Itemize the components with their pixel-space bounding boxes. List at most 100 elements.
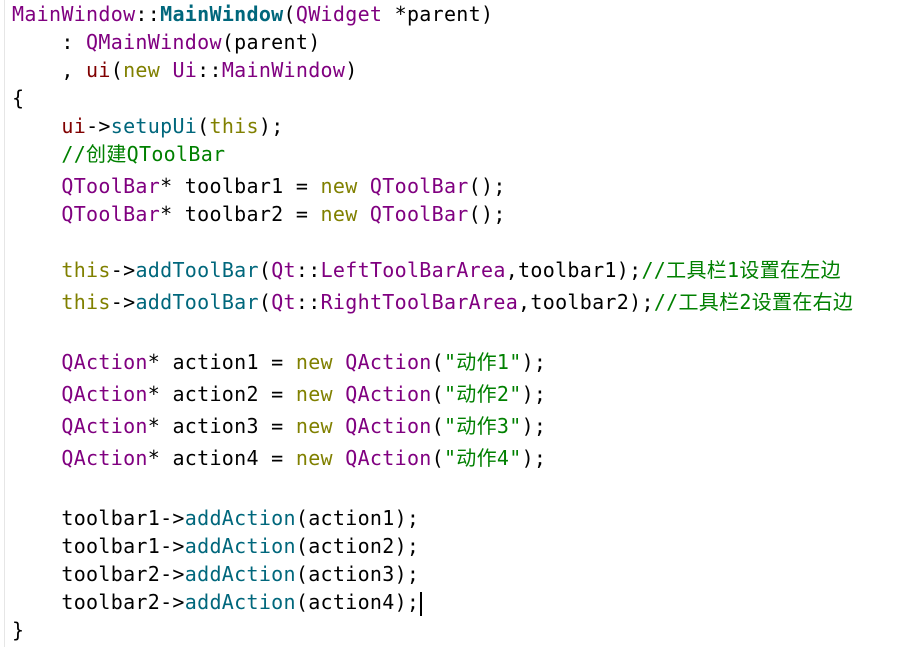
code-token: (parent): [221, 30, 321, 54]
code-token: ,: [12, 58, 87, 82]
code-line[interactable]: ui->setupUi(this);: [12, 112, 284, 140]
code-token: new: [320, 174, 358, 198]
code-token: );: [521, 350, 547, 374]
code-token: (: [431, 414, 444, 438]
code-line[interactable]: toolbar1->addAction(action2);: [12, 532, 419, 560]
code-token: this: [209, 114, 259, 138]
code-line[interactable]: QAction* action1 = new QAction("动作1");: [12, 348, 546, 376]
code-token: QAction: [345, 350, 432, 374]
code-token: (action4);: [295, 590, 420, 614]
code-token: * toolbar1 =: [160, 174, 321, 198]
code-token: [333, 446, 345, 470]
code-token: [333, 382, 345, 406]
code-token: (: [431, 446, 444, 470]
code-token: Qt: [271, 258, 296, 282]
code-token: );: [521, 446, 547, 470]
code-line[interactable]: toolbar1->addAction(action1);: [12, 504, 419, 532]
code-token: (: [258, 258, 272, 282]
code-token: [333, 350, 345, 374]
code-token: MainWindow: [221, 58, 346, 82]
code-token: QAction: [345, 382, 432, 406]
code-line[interactable]: QAction* action2 = new QAction("动作2");: [12, 380, 546, 408]
code-token: ,toolbar1);: [505, 258, 642, 282]
code-token: }: [12, 618, 25, 642]
code-line[interactable]: {: [12, 84, 24, 112]
code-token: [12, 414, 61, 438]
code-token: "动作3": [443, 414, 522, 438]
code-token: addAction: [184, 590, 296, 614]
code-line[interactable]: //创建QToolBar: [12, 140, 225, 168]
code-token: addAction: [184, 506, 296, 530]
code-token: ui: [61, 114, 87, 138]
code-token: QAction: [61, 414, 148, 438]
code-line[interactable]: }: [12, 616, 24, 644]
code-token: );: [258, 114, 284, 138]
code-token: * action2 =: [147, 382, 296, 406]
code-token: ->: [110, 290, 136, 314]
code-token: QToolBar: [369, 174, 469, 198]
code-line[interactable]: this->addToolBar(Qt::RightToolBarArea,to…: [12, 288, 853, 316]
code-token: (: [258, 290, 272, 314]
code-line[interactable]: MainWindow::MainWindow(QWidget *parent): [12, 0, 493, 28]
code-token: [12, 350, 61, 374]
code-line[interactable]: QToolBar* toolbar1 = new QToolBar();: [12, 172, 506, 200]
code-token: QAction: [61, 446, 148, 470]
code-token: new: [295, 382, 333, 406]
gutter-divider: [4, 0, 5, 647]
code-token: (: [110, 58, 124, 82]
code-token: new: [295, 350, 333, 374]
code-line[interactable]: , ui(new Ui::MainWindow): [12, 56, 358, 84]
code-token: [12, 290, 61, 314]
code-token: setupUi: [110, 114, 198, 138]
code-token: *parent): [382, 2, 494, 26]
code-token: Ui: [172, 58, 198, 82]
code-token: (: [431, 382, 444, 406]
code-token: toolbar1->: [12, 506, 185, 530]
code-token: toolbar2->: [12, 590, 185, 614]
code-token: [12, 174, 61, 198]
code-token: "动作2": [443, 382, 522, 406]
code-token: addAction: [184, 534, 296, 558]
code-token: * action3 =: [147, 414, 296, 438]
code-line[interactable]: QToolBar* toolbar2 = new QToolBar();: [12, 200, 506, 228]
code-token: this: [61, 290, 111, 314]
code-token: QToolBar: [61, 202, 161, 226]
code-token: "动作1": [443, 350, 522, 374]
code-line[interactable]: toolbar2->addAction(action4);: [12, 588, 423, 616]
code-token: this: [61, 258, 111, 282]
code-token: QAction: [61, 382, 148, 406]
code-token: QMainWindow: [86, 30, 222, 54]
code-token: ::: [295, 290, 321, 314]
code-token: addToolBar: [135, 258, 259, 282]
code-line[interactable]: QAction* action3 = new QAction("动作3");: [12, 412, 546, 440]
code-line[interactable]: this->addToolBar(Qt::LeftToolBarArea,too…: [12, 256, 841, 284]
code-token: new: [320, 202, 358, 226]
code-token: [12, 142, 61, 166]
code-token: //创建QToolBar: [61, 142, 226, 166]
code-token: (action3);: [295, 562, 420, 586]
code-token: ->: [86, 114, 111, 138]
code-token: QToolBar: [61, 174, 161, 198]
code-token: [333, 414, 345, 438]
code-token: (action2);: [295, 534, 420, 558]
code-token: (: [197, 114, 210, 138]
code-token: :: [12, 30, 87, 54]
code-token: ): [345, 58, 358, 82]
code-line[interactable]: QAction* action4 = new QAction("动作4");: [12, 444, 546, 472]
code-token: QWidget: [295, 2, 383, 26]
code-token: MainWindow: [160, 2, 284, 26]
code-token: ->: [110, 258, 136, 282]
code-token: toolbar1->: [12, 534, 185, 558]
code-token: QToolBar: [369, 202, 469, 226]
code-line[interactable]: toolbar2->addAction(action3);: [12, 560, 419, 588]
code-token: LeftToolBarArea: [320, 258, 506, 282]
code-token: ::: [135, 2, 161, 26]
code-token: "动作4": [443, 446, 522, 470]
code-token: ui: [86, 58, 111, 82]
code-token: addToolBar: [135, 290, 259, 314]
code-token: );: [521, 382, 547, 406]
code-token: [358, 202, 370, 226]
code-line[interactable]: : QMainWindow(parent): [12, 28, 321, 56]
code-token: (: [431, 350, 444, 374]
